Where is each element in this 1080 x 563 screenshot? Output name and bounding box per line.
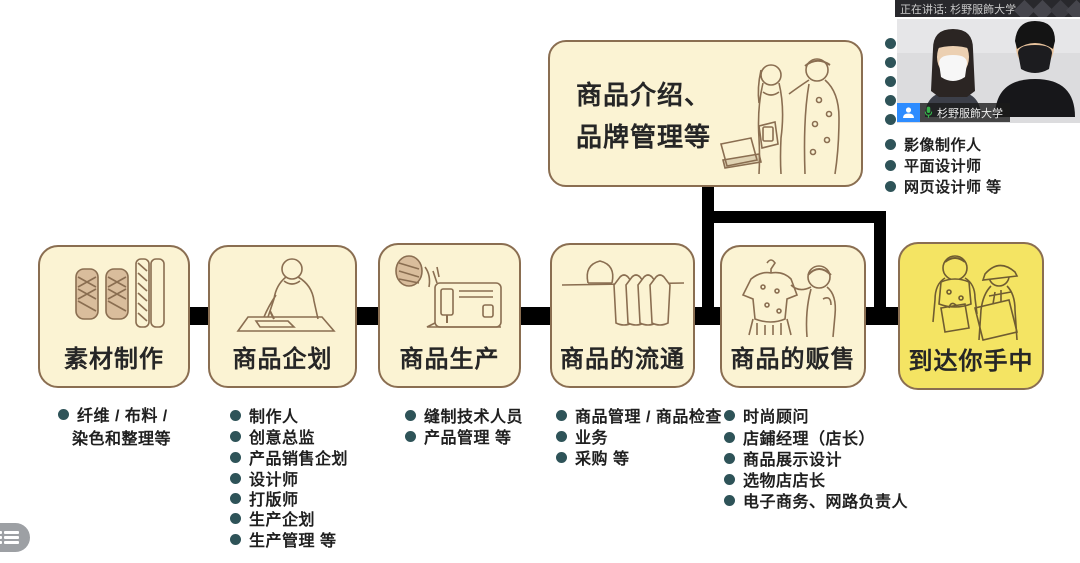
participant-name: 杉野服飾大学	[937, 107, 1003, 120]
connector-gap-2	[354, 307, 380, 325]
bullet-icon	[885, 160, 896, 171]
role-item: 网页设计师 等	[885, 176, 1002, 197]
bullet-icon	[230, 472, 241, 484]
bullet-icon	[405, 430, 416, 442]
list-menu-button[interactable]	[0, 523, 30, 552]
role-item: 采购 等	[556, 445, 629, 469]
role-item: 打版师	[230, 486, 299, 510]
connector-gap-1	[186, 307, 210, 325]
bullet-icon	[724, 452, 735, 464]
decorative-chevron	[1065, 0, 1080, 17]
stage-title: 商品生产	[399, 346, 500, 373]
bullet-icon	[885, 76, 896, 87]
connector-bridge	[702, 211, 886, 223]
role-item: 生产企划	[230, 506, 315, 530]
participant-icon	[897, 103, 920, 122]
bullet-icon	[556, 451, 567, 463]
stage-title: 素材制作	[64, 346, 164, 373]
bullet-icon	[885, 114, 896, 125]
webcam-video-tile[interactable]: 杉野服飾大学	[897, 19, 1080, 123]
connector-gap-3	[517, 307, 551, 325]
role-item: 电子商务、网路负责人	[724, 488, 908, 512]
shoppers-illustration	[900, 252, 1042, 344]
stage-title: 到达你手中	[908, 348, 1034, 375]
stage-box-retail: 商品的贩售	[720, 245, 866, 388]
stage-box-production: 商品生产	[378, 243, 521, 388]
stage-box-customer: 到达你手中	[898, 242, 1044, 390]
top-box-title: 商品介绍、 品牌管理等	[576, 80, 712, 152]
stage-title: 商品企划	[232, 346, 333, 373]
top-box-brand-management: 商品介绍、 品牌管理等	[548, 40, 863, 187]
designer-illustration	[210, 255, 355, 339]
stylist-model-illustration	[693, 48, 853, 182]
bullet-icon	[230, 409, 241, 421]
list-icon	[0, 531, 2, 534]
connector-gap-4	[692, 307, 722, 325]
connector-gap-5	[862, 307, 900, 325]
bullet-icon	[556, 430, 567, 442]
bullet-icon	[230, 451, 241, 463]
bullet-icon	[230, 430, 241, 442]
speaking-status-text: 正在讲话: 杉野服飾大学	[900, 3, 1017, 16]
role-item: 影像制作人	[885, 134, 982, 155]
connector-vertical-left	[702, 185, 714, 325]
role-item: 纤维 / 布料 /	[58, 402, 168, 426]
bullet-icon	[230, 533, 241, 545]
bullet-icon	[885, 139, 896, 150]
bullet-icon	[405, 409, 416, 421]
bullet-icon	[885, 181, 896, 192]
microphone-icon	[924, 106, 933, 118]
role-item: 选物店店长	[724, 467, 826, 491]
name-plate: 杉野服飾大学	[920, 103, 1010, 122]
participant-name-overlay: 杉野服飾大学	[897, 103, 1010, 122]
bullet-icon	[885, 38, 896, 49]
bullet-icon	[230, 512, 241, 524]
role-item: 生产管理 等	[230, 527, 336, 551]
role-item: 业务	[556, 424, 608, 448]
stage-box-material: 素材制作	[38, 245, 190, 388]
stage-title: 商品的贩售	[730, 346, 856, 373]
role-item: 店鋪经理（店长）	[724, 425, 875, 449]
role-item: 商品管理 / 商品检查	[556, 403, 722, 427]
role-item: 设计师	[230, 466, 299, 490]
role-item: 时尚顾问	[724, 403, 809, 427]
bullet-icon	[885, 57, 896, 68]
bullet-icon	[724, 494, 735, 506]
role-item: 商品展示设计	[724, 446, 842, 470]
role-item: 创意总监	[230, 424, 315, 448]
bullet-icon	[724, 409, 735, 421]
role-item: 产品管理 等	[405, 424, 511, 448]
role-item: 缝制技术人员	[405, 403, 523, 427]
role-item-continuation: 染色和整理等	[72, 431, 172, 448]
bullet-icon	[724, 473, 735, 485]
connector-vertical-right	[874, 211, 886, 323]
role-item: 平面设计师	[885, 155, 982, 176]
stage-title: 商品的流通	[560, 346, 685, 373]
speaking-status-bar: 正在讲话: 杉野服飾大学	[895, 0, 1080, 17]
role-item: 产品销售企划	[230, 445, 348, 469]
bullet-icon	[724, 431, 735, 443]
sewing-machine-illustration	[380, 253, 519, 337]
bullet-icon	[58, 408, 69, 420]
bullet-icon	[885, 95, 896, 106]
clothes-rack-illustration	[552, 253, 693, 337]
yarn-illustration	[40, 255, 188, 335]
role-item: 制作人	[230, 403, 299, 427]
stage-box-planning: 商品企划	[208, 245, 357, 388]
bullet-icon	[556, 409, 567, 421]
shop-staff-illustration	[722, 255, 864, 339]
stage-box-distribution: 商品的流通	[550, 243, 695, 388]
bullet-icon	[230, 492, 241, 504]
